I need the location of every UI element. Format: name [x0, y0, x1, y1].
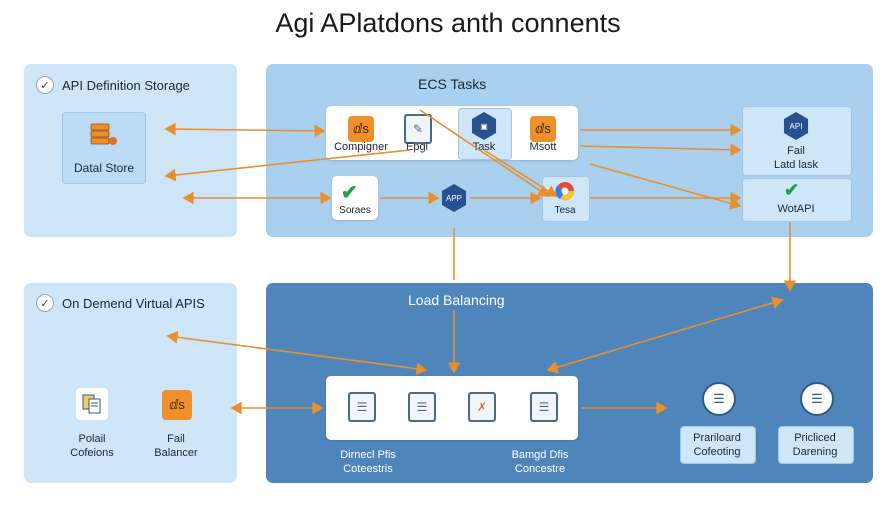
wotapi-box[interactable] — [742, 178, 852, 222]
arrow-epgi-tesa — [419, 109, 550, 197]
checkmark-icon: ✔ — [784, 180, 800, 200]
app-icon-text: APP — [445, 193, 462, 203]
fail-balancer-label: Fail Balancer — [140, 432, 212, 460]
label-line: Dirnecl Pfis — [340, 449, 396, 461]
pricced-label: Pricliced Darening — [778, 431, 852, 459]
api-icon-text: API — [789, 121, 803, 131]
pricced-box[interactable] — [778, 426, 854, 464]
polail-label: Polail Cofeions — [56, 432, 128, 460]
tesa-label: Tesa — [554, 205, 576, 216]
virtual-apis-panel — [24, 283, 237, 483]
server-icon — [89, 123, 117, 145]
label-line: Cofeions — [70, 447, 114, 459]
fail-task-label: Fail Latd lask — [742, 144, 850, 172]
chrome-icon — [554, 180, 576, 202]
label-line: Polail — [78, 433, 106, 445]
balancer-icon: ⅆs — [162, 390, 192, 420]
instance-warning-icon: ✗ — [468, 392, 496, 422]
pricard-circle-icon: ☰ — [702, 382, 736, 416]
data-store-box[interactable]: Datal Store — [62, 112, 146, 184]
label-line: Prariloard — [693, 432, 741, 444]
load-balancing-heading: Load Balancing — [408, 292, 505, 308]
checkmark-icon: ✔ — [341, 182, 358, 204]
label-line: Fail — [167, 433, 185, 445]
fail-task-box[interactable] — [742, 106, 852, 176]
bamgd-dfis-caption: Bamgd Dfis Concestre — [490, 448, 590, 476]
api-definition-storage-header: ✓ API Definition Storage — [36, 76, 190, 94]
instance-doc-icon: ☰ — [348, 392, 376, 422]
label-line: Balancer — [154, 447, 198, 459]
epgi-label: Epgi — [405, 141, 429, 153]
instance-doc-icon: ☰ — [530, 392, 558, 422]
check-icon: ✓ — [36, 294, 54, 312]
diagram-title: Agi APlatdons anth connents — [275, 8, 621, 38]
data-store-label: Datal Store — [73, 161, 135, 175]
app-hex-icon: APP — [441, 184, 467, 212]
pricard-label: Prariloard Cofeoting — [680, 431, 754, 459]
arrow-lb-to-top-right — [546, 296, 784, 374]
label-line: Concestre — [514, 463, 566, 475]
virtual-apis-header: ✓ On Demend Virtual APIS — [36, 294, 205, 312]
documents-icon — [76, 388, 108, 420]
pricced-circle-icon: ☰ — [800, 382, 834, 416]
label-line: Fail — [787, 145, 805, 157]
label-line: Darening — [792, 446, 838, 458]
check-icon: ✓ — [36, 76, 54, 94]
label-line: Pricliced — [794, 432, 836, 444]
label-line: Coteestris — [343, 463, 393, 475]
msott-label: Msott — [529, 141, 557, 153]
pricard-box[interactable] — [680, 426, 756, 464]
direct-pfis-caption: Dirnecl Pfis Coteestris — [320, 448, 416, 476]
msott-icon: ⅆs — [530, 116, 556, 142]
instance-doc-icon: ☰ — [408, 392, 436, 422]
soraes-label: Soraes — [339, 205, 371, 216]
label-line: Latd lask — [773, 159, 819, 171]
compigner-icon: ⅆs — [348, 116, 374, 142]
arrow-virtual-to-lb — [166, 330, 428, 376]
soraes-box[interactable] — [332, 176, 378, 220]
panel-heading: API Definition Storage — [62, 77, 190, 93]
compigner-label: Compigner — [334, 141, 388, 153]
label-line: Bamgd Dfis — [511, 449, 569, 461]
panel-heading: On Demend Virtual APIS — [62, 295, 205, 311]
arrow-task-tesa — [483, 149, 558, 197]
arrow-task-fail-lower — [579, 143, 742, 157]
arrow-store-to-ecs — [164, 122, 326, 138]
arrow-ecs-to-store — [164, 149, 411, 182]
ecs-heading: ECS Tasks — [418, 76, 487, 92]
label-line: Cofeoting — [693, 446, 741, 458]
arrow-ecs-to-wotapi-diag — [589, 163, 742, 210]
epgi-doc-icon: ✎ — [404, 114, 432, 144]
wotapi-label: WotAPI — [777, 203, 815, 215]
